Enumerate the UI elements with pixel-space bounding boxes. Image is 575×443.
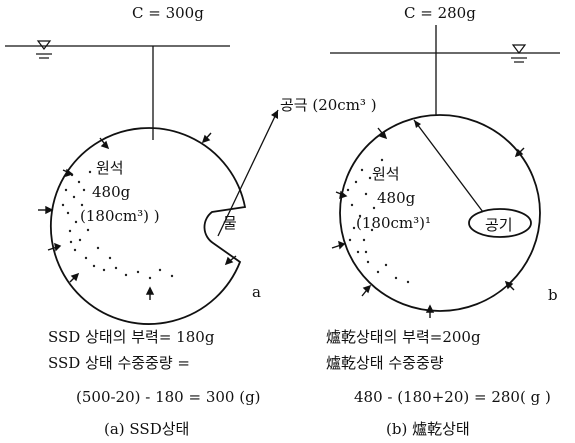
- left-buoyancy-text: SSD 상태의 부력= 180g: [48, 328, 215, 346]
- right-calculation-text: 480 - (180+20) = 280( g ): [354, 388, 551, 406]
- caption-a: (a) SSD상태: [104, 420, 190, 438]
- right-rock-label: 원석: [372, 165, 400, 183]
- left-calculation-text: (500-20) - 180 = 300 (g): [76, 388, 261, 406]
- left-specimen-stipple: [61, 170, 174, 280]
- caption-b: (b) 爐乾상태: [386, 420, 470, 438]
- right-buoyancy-text: 爐乾상태의 부력=200g: [326, 328, 481, 346]
- right-pressure-arrows: [331, 127, 525, 318]
- right-specimen-outline: [339, 114, 541, 312]
- right-tension-label: C = 280g: [404, 4, 476, 22]
- pore-pointer-arrowhead: [271, 110, 278, 119]
- right-pore-pointer: [413, 119, 484, 213]
- panel-a-letter: a: [252, 283, 261, 301]
- panel-b-letter: b: [548, 286, 558, 304]
- pore-pointer-line: [217, 109, 279, 237]
- water-label: 물: [223, 214, 237, 232]
- right-mass-label: 480g: [377, 189, 416, 207]
- left-rock-label: 원석: [96, 159, 124, 177]
- left-mass-label: 480g: [92, 183, 131, 201]
- air-label: 공기: [485, 216, 513, 234]
- left-water-symbol: [36, 40, 52, 59]
- right-volume-label: (180cm³)¹: [356, 214, 431, 232]
- right-water-symbol: [511, 44, 527, 63]
- left-volume-label: (180cm³) ): [80, 207, 160, 225]
- air-pocket: [468, 208, 532, 238]
- left-pressure-arrows: [38, 132, 237, 300]
- left-tension-label: C = 300g: [132, 4, 204, 22]
- pore-volume-label: 공극 (20cm³ ): [280, 96, 377, 114]
- right-pore-arrowhead: [414, 120, 421, 128]
- right-submerged-weight-text: 爐乾상태 수중중량: [326, 354, 444, 372]
- right-specimen-stipple: [346, 158, 410, 284]
- left-submerged-weight-text: SSD 상태 수중중량 =: [48, 354, 190, 372]
- left-specimen-outline: [49, 127, 247, 325]
